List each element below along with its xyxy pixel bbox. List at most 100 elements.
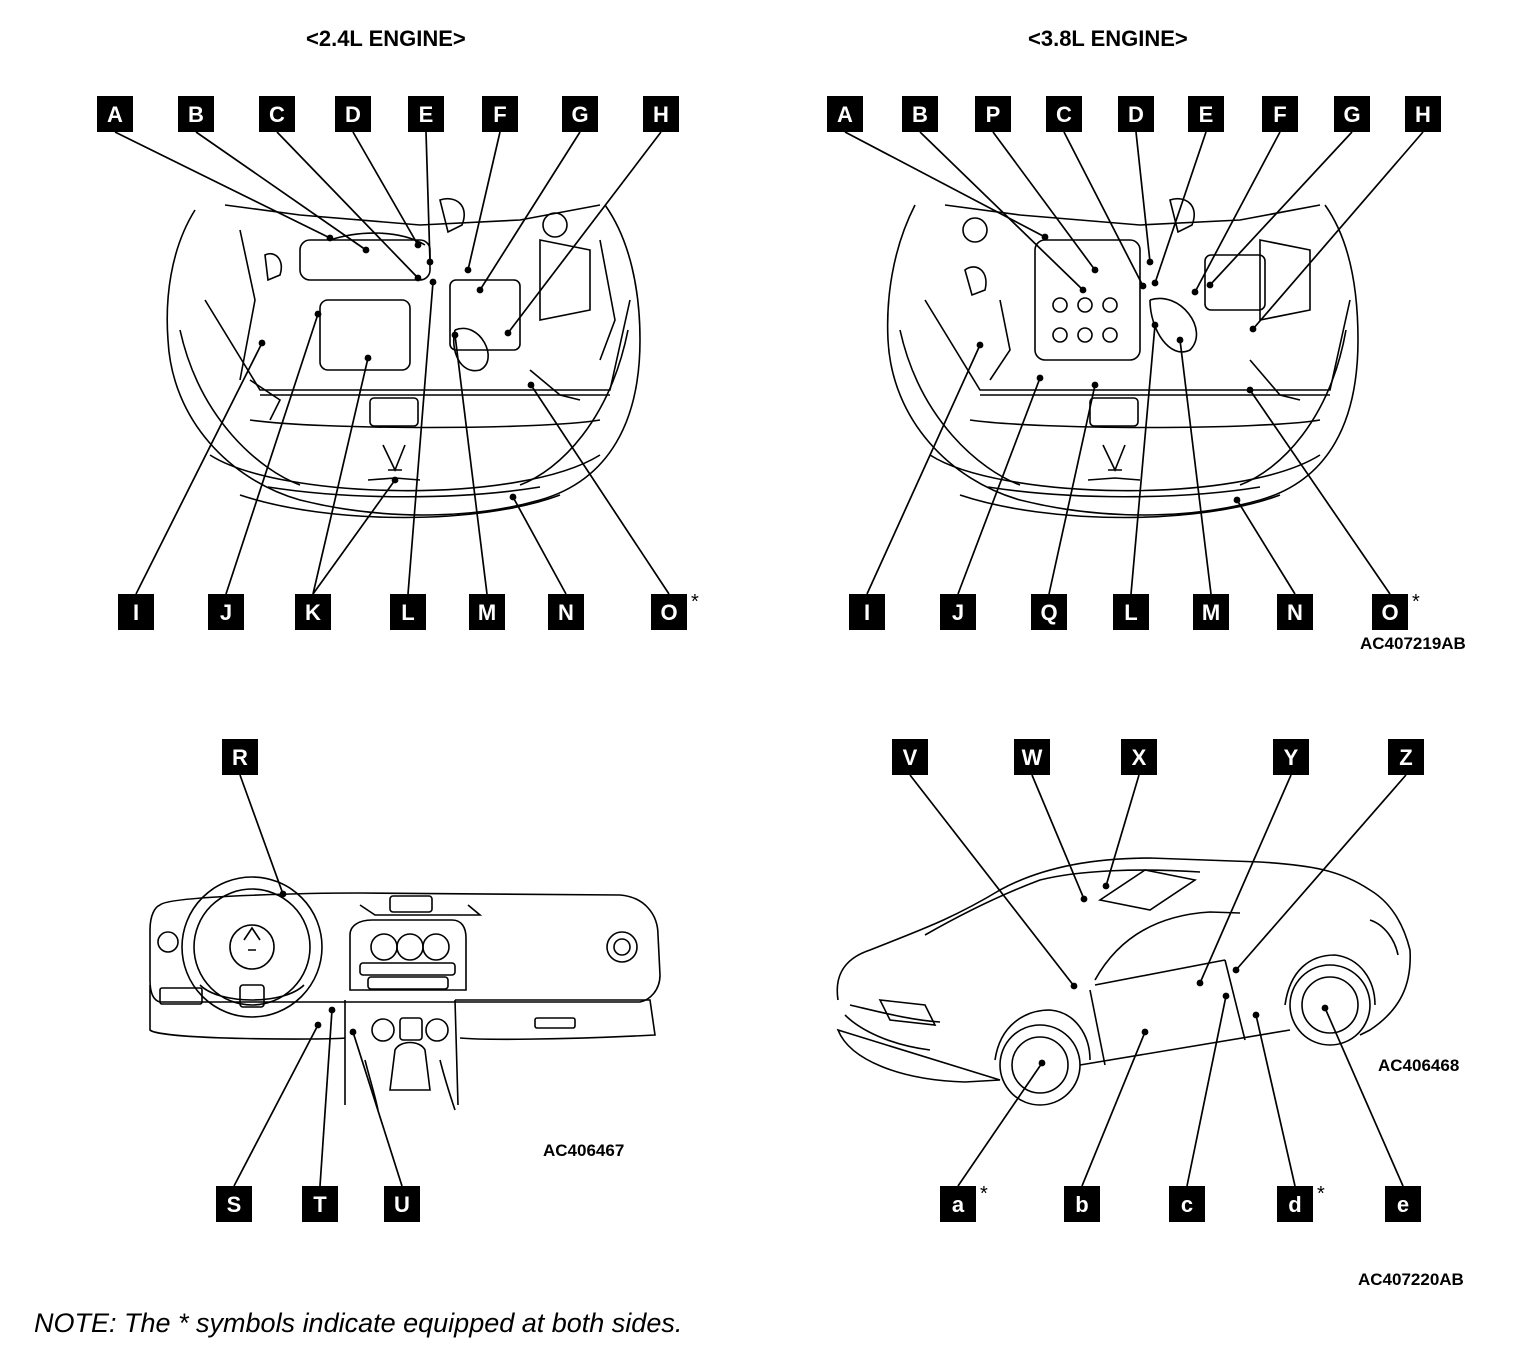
- dashboard-illustration: [149, 876, 661, 1111]
- callout-dots: [258, 233, 1329, 1067]
- dashboard-callout-top-0-line: [239, 774, 284, 895]
- engine24-callout-bottom-6-asterisk: *: [691, 591, 699, 613]
- engine24-callout-bottom-4-box: [469, 594, 505, 630]
- engine24-callout-bottom-3-line-0: [407, 281, 434, 595]
- engine38-callout-bottom-4-line-0: [1179, 339, 1212, 595]
- car-callout-bottom-1-line-0: [1081, 1031, 1146, 1187]
- engine38-callout-top-4-line: [1135, 131, 1151, 263]
- engine24-callout-top-0-line: [114, 131, 331, 239]
- engine24-callout-top-7-text: H: [653, 102, 669, 127]
- engine24-callout-bottom-1-dot-0: [314, 310, 322, 318]
- engine38-callout-top-3-text: C: [1056, 102, 1072, 127]
- car-callout-top-4-dot: [1232, 966, 1240, 974]
- engine24-callout-top-2-line: [276, 131, 419, 279]
- engine38-callout-bottom-1-dot-0: [1036, 374, 1044, 382]
- dashboard-callout-bottom-0-dot-0: [314, 1021, 322, 1029]
- car-callout-bottom-0-line-0: [957, 1062, 1043, 1187]
- car-callout-top-4-box: [1388, 739, 1424, 775]
- engine38-callout-top-3-dot: [1139, 282, 1147, 290]
- engine24-callout-bottom-4-dot-0: [451, 331, 459, 339]
- engine38-callout-top-0-line: [844, 131, 1046, 238]
- engine24-callout-top-2-text: C: [269, 102, 285, 127]
- car-callout-bottom-4-line-0: [1324, 1007, 1404, 1187]
- engine38-callout-top-5-box: [1188, 96, 1224, 132]
- engine38-callout-top-0-dot: [1041, 233, 1049, 241]
- car-callout-bottom-0-box: [940, 1186, 976, 1222]
- engine24-callout-bottom-3: L: [390, 594, 426, 630]
- engine38-callout-top-3-line: [1063, 131, 1144, 287]
- engine-bay-2-4l: [166, 198, 641, 519]
- engine38-callout-bottom-2-text: Q: [1040, 600, 1057, 625]
- car-callout-bottom-4-dot-0: [1321, 1004, 1329, 1012]
- engine38-callout-bottom-3-line-0: [1130, 324, 1156, 595]
- engine24-callout-bottom-2-dot-0: [364, 354, 372, 362]
- engine38-callout-top-6-line: [1194, 131, 1281, 293]
- engine38-callout-top-8-text: H: [1415, 102, 1431, 127]
- dashboard-callout-bottom-1-line-0: [319, 1009, 333, 1187]
- engine24-callout-top-4: E: [408, 96, 444, 132]
- car-callout-top-1-line: [1031, 774, 1085, 900]
- engine38-callout-bottom-5-text: N: [1287, 600, 1303, 625]
- engine24-callout-bottom-5-text: N: [558, 600, 574, 625]
- car-callout-top-4-text: Z: [1399, 745, 1412, 770]
- engine24-callout-top-3: D: [335, 96, 371, 132]
- engine38-callout-top-2-box: [975, 96, 1011, 132]
- engine38-callout-top-1-line: [919, 131, 1084, 291]
- engine38-callout-bottom-4-dot-0: [1176, 336, 1184, 344]
- engine38-callout-top-8: H: [1405, 96, 1441, 132]
- engine38-callout-bottom-2: Q: [1031, 594, 1067, 630]
- dashboard-callout-bottom-0-box: [216, 1186, 252, 1222]
- engine38-callout-top-7-dot: [1206, 281, 1214, 289]
- engine24-callout-top-5: F: [482, 96, 518, 132]
- engine24-callout-top-6-dot: [476, 286, 484, 294]
- car-callout-top-2-line: [1105, 774, 1140, 887]
- engine24-callout-top-3-line: [352, 131, 419, 246]
- engine24-callout-bottom-4: M: [469, 594, 505, 630]
- car-callout-top-2-text: X: [1132, 745, 1147, 770]
- engine38-callout-bottom-1-box: [940, 594, 976, 630]
- car-callout-top-3-dot: [1196, 979, 1204, 987]
- engine24-callout-top-1-box: [178, 96, 214, 132]
- car-callout-bottom-3: d*: [1277, 1183, 1325, 1222]
- engine38-callout-top-5-line: [1154, 131, 1207, 284]
- dashboard-callout-top-0-dot: [279, 890, 287, 898]
- engine24-callout-top-1-line: [195, 131, 367, 251]
- car-callout-bottom-0-dot-0: [1038, 1059, 1046, 1067]
- engine38-callout-bottom-6-text: O: [1381, 600, 1398, 625]
- engine24-callout-bottom-0: I: [118, 594, 154, 630]
- car-callout-bottom-0-text: a: [952, 1192, 965, 1217]
- engine24-callout-bottom-4-line-0: [454, 334, 488, 595]
- car-callout-bottom-1-box: [1064, 1186, 1100, 1222]
- engine38-callout-top-3: C: [1046, 96, 1082, 132]
- engine38-callout-top-7: G: [1334, 96, 1370, 132]
- car-callout-top-1-dot: [1080, 895, 1088, 903]
- car-callout-bottom-3-line-0: [1255, 1014, 1296, 1187]
- engine38-callout-top-8-line: [1252, 131, 1424, 330]
- engine38-callout-bottom-0: I: [849, 594, 885, 630]
- engine38-callout-bottom-5-line-0: [1236, 499, 1296, 595]
- engine24-callout-bottom-1-box: [208, 594, 244, 630]
- engine24-callout-top-2: C: [259, 96, 295, 132]
- engine38-callout-top-4-box: [1118, 96, 1154, 132]
- car-callout-bottom-0: a*: [940, 1183, 988, 1222]
- engine24-callout-bottom-0-box: [118, 594, 154, 630]
- engine24-callout-bottom-2-box: [295, 594, 331, 630]
- engine38-callout-top-6-dot: [1191, 288, 1199, 296]
- car-callout-top-0-line: [909, 774, 1075, 987]
- car-callout-top-2: X: [1121, 739, 1157, 775]
- engine24-callout-bottom-2-line-0: [312, 357, 369, 595]
- car-callout-bottom-3-box: [1277, 1186, 1313, 1222]
- dashboard-callout-bottom-0-line-0: [233, 1024, 319, 1187]
- engine38-callout-top-7-line: [1209, 131, 1353, 286]
- engine24-callout-top-7-dot: [504, 329, 512, 337]
- engine38-callout-bottom-6-dot-0: [1246, 386, 1254, 394]
- engine38-callout-bottom-3: L: [1113, 594, 1149, 630]
- engine24-callout-bottom-3-box: [390, 594, 426, 630]
- car-callout-top-0: V: [892, 739, 928, 775]
- engine24-callout-top-5-dot: [464, 266, 472, 274]
- engine24-callout-bottom-6: O*: [651, 591, 699, 630]
- engine24-callout-bottom-3-text: L: [401, 600, 414, 625]
- engine38-callout-bottom-0-dot-0: [976, 341, 984, 349]
- dashboard-callout-bottom-0-text: S: [227, 1192, 242, 1217]
